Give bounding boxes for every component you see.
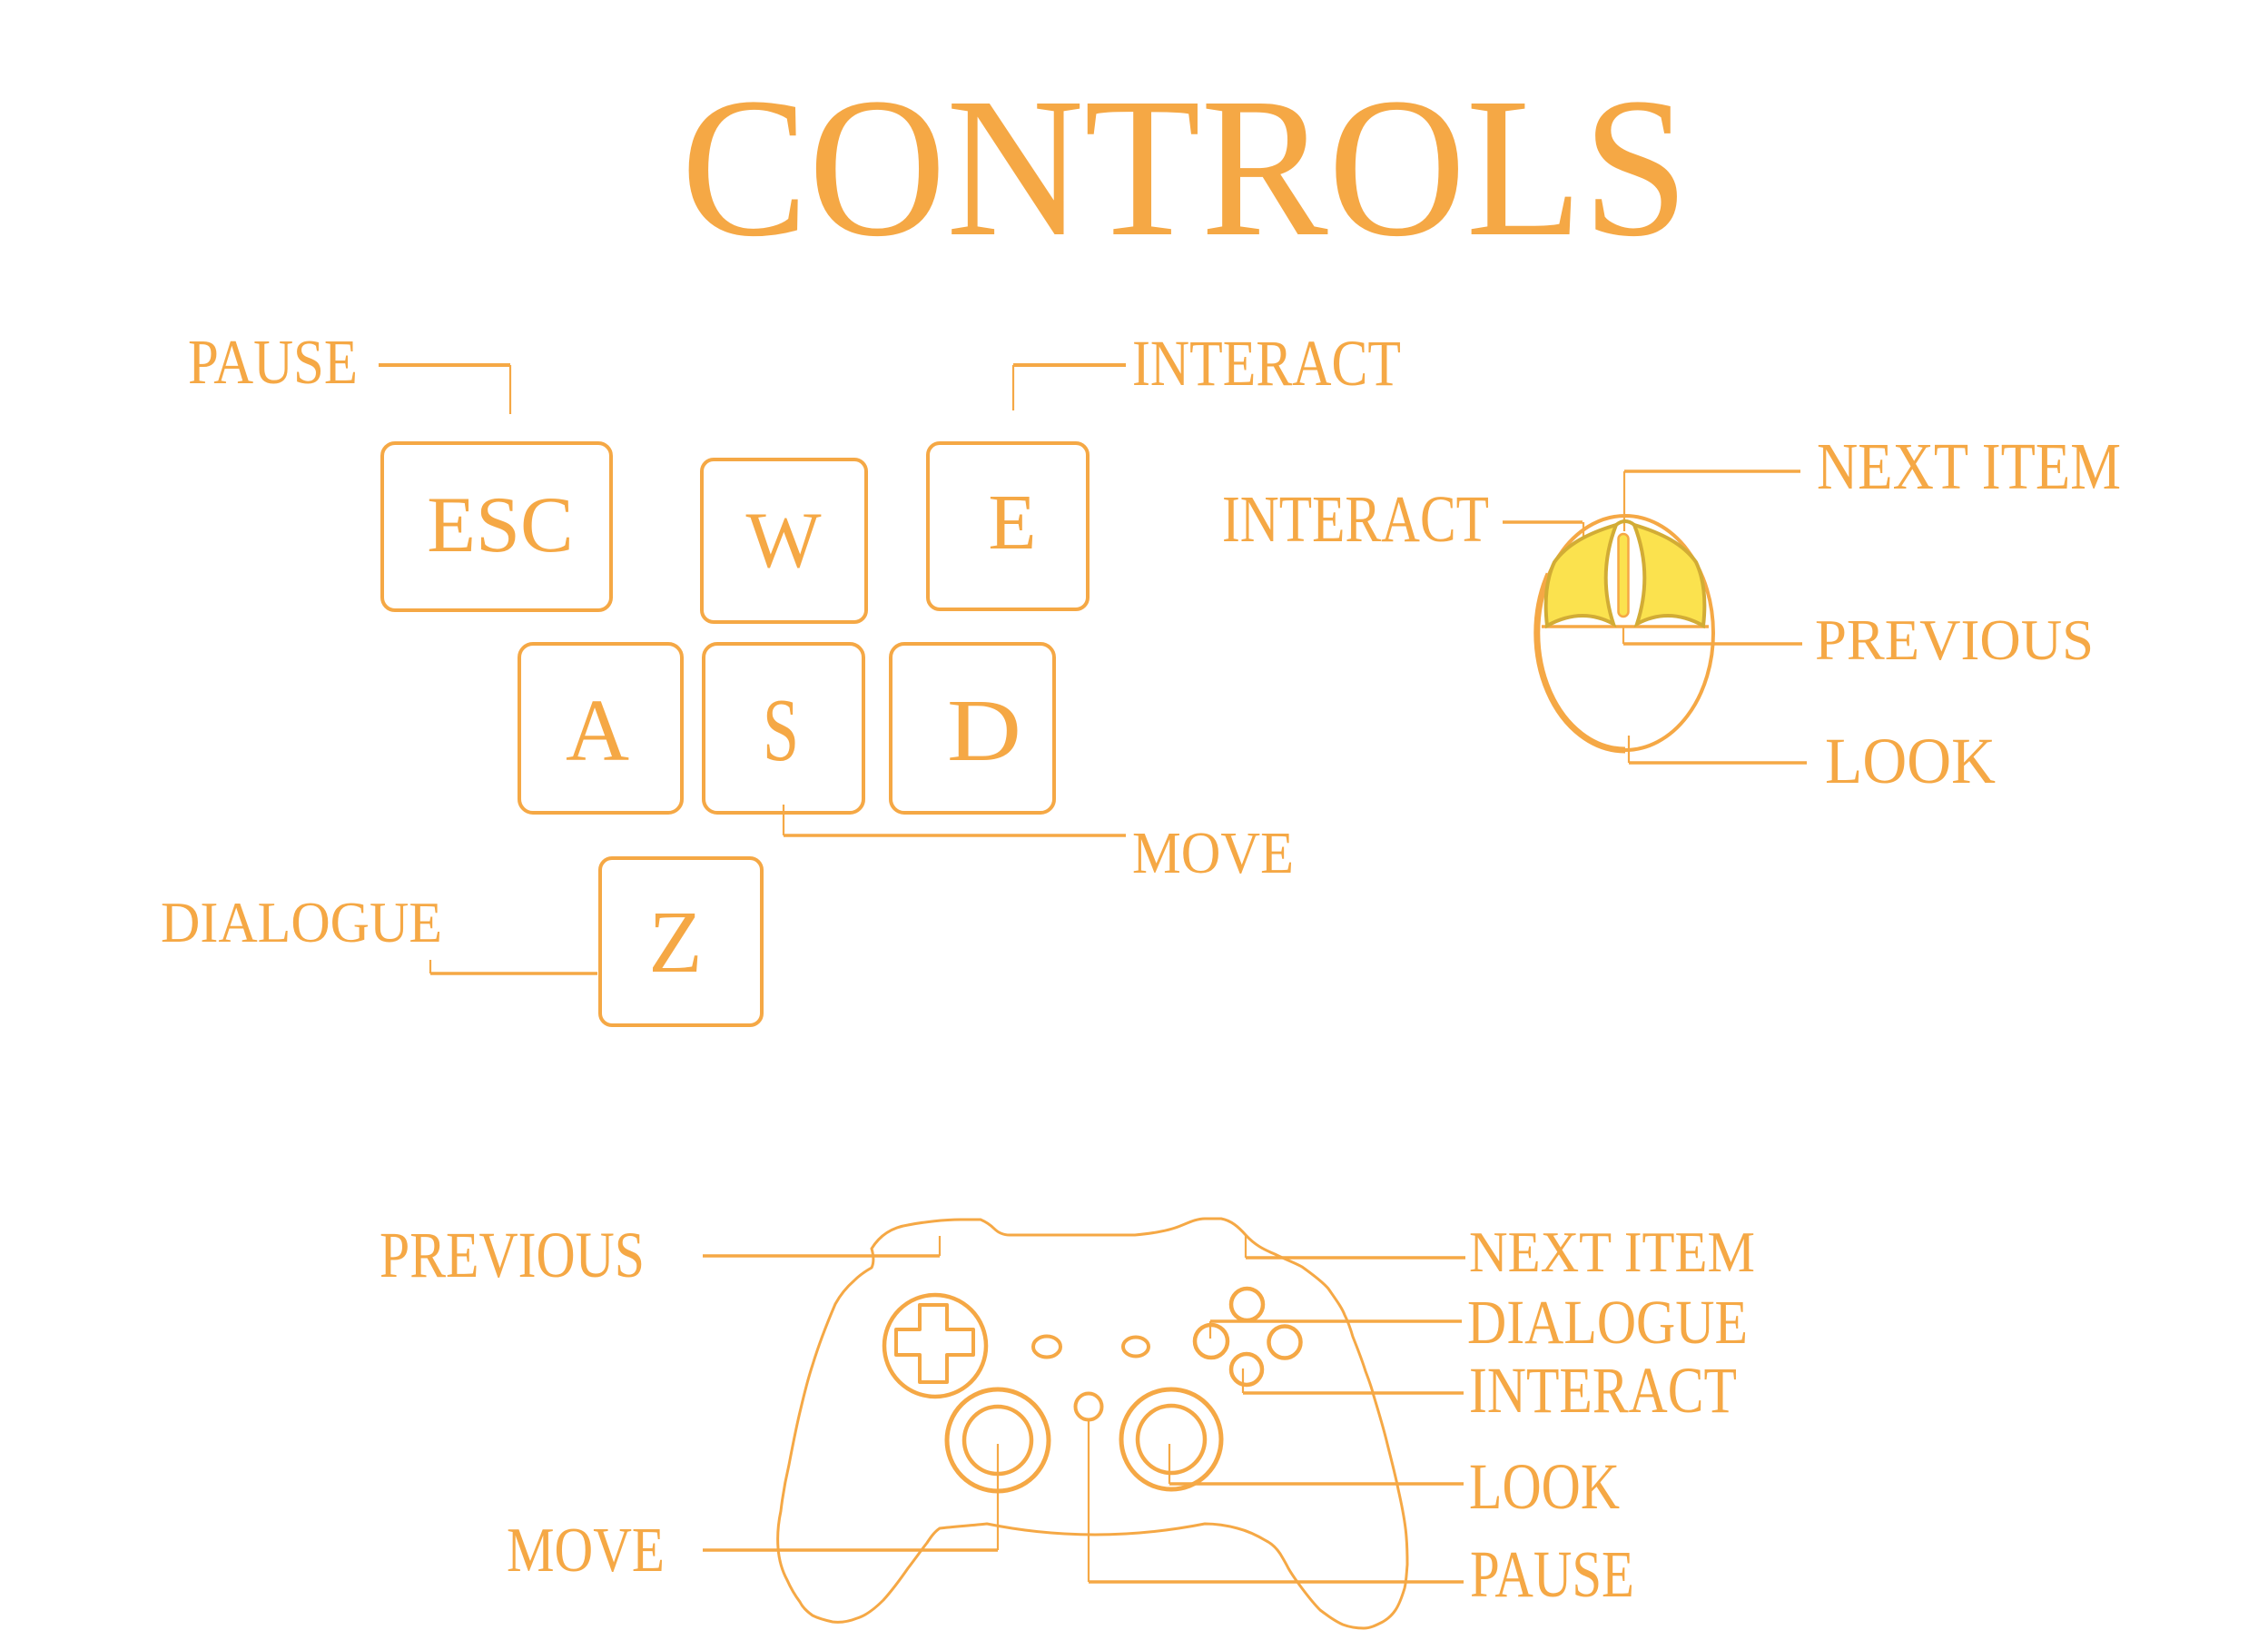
svg-text:E: E [988, 478, 1036, 566]
svg-text:LOOK: LOOK [1825, 725, 1996, 797]
svg-text:DIALOGUE: DIALOGUE [1467, 1288, 1748, 1357]
svg-text:NEXT ITEM: NEXT ITEM [1817, 430, 2121, 503]
svg-text:Z: Z [648, 894, 702, 991]
svg-text:W: W [745, 497, 821, 585]
svg-text:ESC: ESC [427, 481, 573, 569]
svg-text:DIALOGUE: DIALOGUE [161, 891, 442, 954]
svg-text:CONTROLS: CONTROLS [681, 56, 1689, 278]
svg-text:INTERACT: INTERACT [1469, 1354, 1737, 1427]
svg-text:PREVIOUS: PREVIOUS [380, 1219, 645, 1291]
svg-text:INTERACT: INTERACT [1222, 482, 1489, 556]
svg-text:PAUSE: PAUSE [188, 328, 358, 398]
svg-text:PREVIOUS: PREVIOUS [1815, 608, 2094, 672]
svg-text:MOVE: MOVE [1132, 820, 1294, 886]
svg-text:S: S [763, 681, 799, 780]
svg-text:LOOK: LOOK [1469, 1450, 1620, 1523]
svg-text:MOVE: MOVE [507, 1516, 665, 1586]
svg-text:A: A [566, 682, 629, 779]
svg-text:PAUSE: PAUSE [1470, 1537, 1634, 1611]
svg-text:INTERACT: INTERACT [1132, 327, 1401, 400]
svg-text:D: D [947, 682, 1021, 779]
svg-text:NEXT ITEM: NEXT ITEM [1469, 1220, 1755, 1284]
